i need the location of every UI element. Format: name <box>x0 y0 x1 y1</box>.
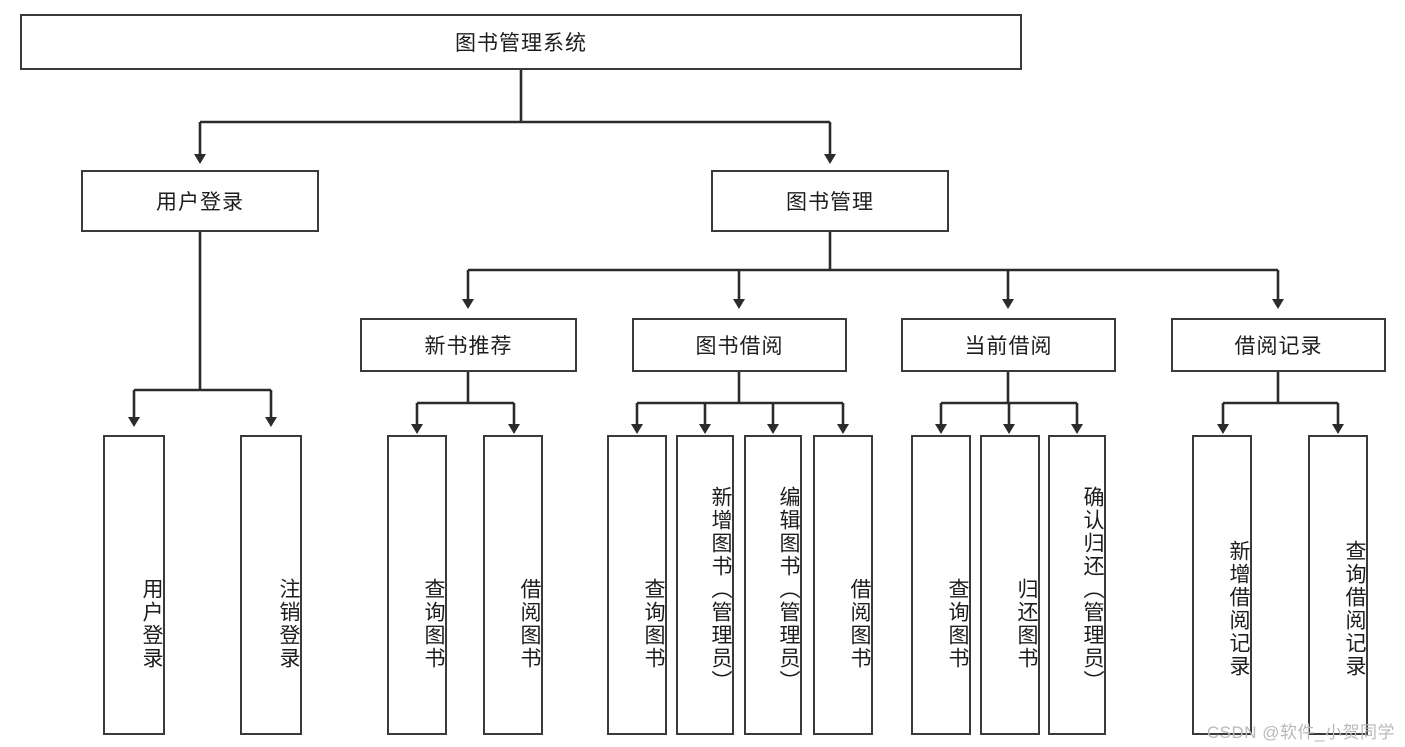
node-leaf-add-borrow-record[interactable]: 新增借阅记录 <box>1192 435 1252 735</box>
node-new-book-recommend[interactable]: 新书推荐 <box>360 318 577 372</box>
node-leaf-return-book-label: 归还图书 <box>1015 578 1038 670</box>
node-leaf-borrow-book-new-label: 借阅图书 <box>518 578 541 670</box>
node-leaf-query-book-new[interactable]: 查询图书 <box>387 435 447 735</box>
node-leaf-logout-label: 注销登录 <box>277 578 300 670</box>
node-leaf-add-borrow-record-label: 新增借阅记录 <box>1227 540 1250 678</box>
node-leaf-logout[interactable]: 注销登录 <box>240 435 302 735</box>
node-current-borrow-label: 当前借阅 <box>964 335 1053 358</box>
node-root[interactable]: 图书管理系统 <box>20 14 1022 70</box>
node-borrow-record-label: 借阅记录 <box>1234 335 1323 358</box>
node-new-book-recommend-label: 新书推荐 <box>424 335 513 358</box>
node-leaf-confirm-return[interactable]: 确认归还（管理员） <box>1048 435 1106 735</box>
node-root-label: 图书管理系统 <box>455 32 587 55</box>
node-leaf-query-book-borrow[interactable]: 查询图书 <box>607 435 667 735</box>
node-leaf-query-borrow-record-label: 查询借阅记录 <box>1343 540 1366 678</box>
csdn-watermark: CSDN @软件_小贺同学 <box>1206 723 1395 742</box>
node-leaf-edit-book-label: 编辑图书（管理员） <box>777 485 800 693</box>
node-leaf-borrow-book-new[interactable]: 借阅图书 <box>483 435 543 735</box>
node-leaf-query-book-current-label: 查询图书 <box>946 578 969 670</box>
node-leaf-confirm-return-label: 确认归还（管理员） <box>1081 485 1104 693</box>
node-leaf-user-login-label: 用户登录 <box>140 578 163 670</box>
node-book-manage-label: 图书管理 <box>786 191 874 214</box>
node-borrow-record[interactable]: 借阅记录 <box>1171 318 1386 372</box>
node-leaf-query-book-borrow-label: 查询图书 <box>642 578 665 670</box>
node-book-borrow[interactable]: 图书借阅 <box>632 318 847 372</box>
node-leaf-return-book[interactable]: 归还图书 <box>980 435 1040 735</box>
node-user-login-label: 用户登录 <box>156 191 244 214</box>
node-leaf-borrow-book-label: 借阅图书 <box>848 578 871 670</box>
node-book-manage[interactable]: 图书管理 <box>711 170 949 232</box>
node-leaf-query-book-new-label: 查询图书 <box>422 578 445 670</box>
node-leaf-borrow-book[interactable]: 借阅图书 <box>813 435 873 735</box>
node-leaf-add-book-label: 新增图书（管理员） <box>709 485 732 693</box>
node-leaf-edit-book[interactable]: 编辑图书（管理员） <box>744 435 802 735</box>
node-leaf-query-book-current[interactable]: 查询图书 <box>911 435 971 735</box>
node-book-borrow-label: 图书借阅 <box>695 335 784 358</box>
node-user-login[interactable]: 用户登录 <box>81 170 319 232</box>
node-current-borrow[interactable]: 当前借阅 <box>901 318 1116 372</box>
node-leaf-add-book[interactable]: 新增图书（管理员） <box>676 435 734 735</box>
node-leaf-query-borrow-record[interactable]: 查询借阅记录 <box>1308 435 1368 735</box>
node-leaf-user-login[interactable]: 用户登录 <box>103 435 165 735</box>
